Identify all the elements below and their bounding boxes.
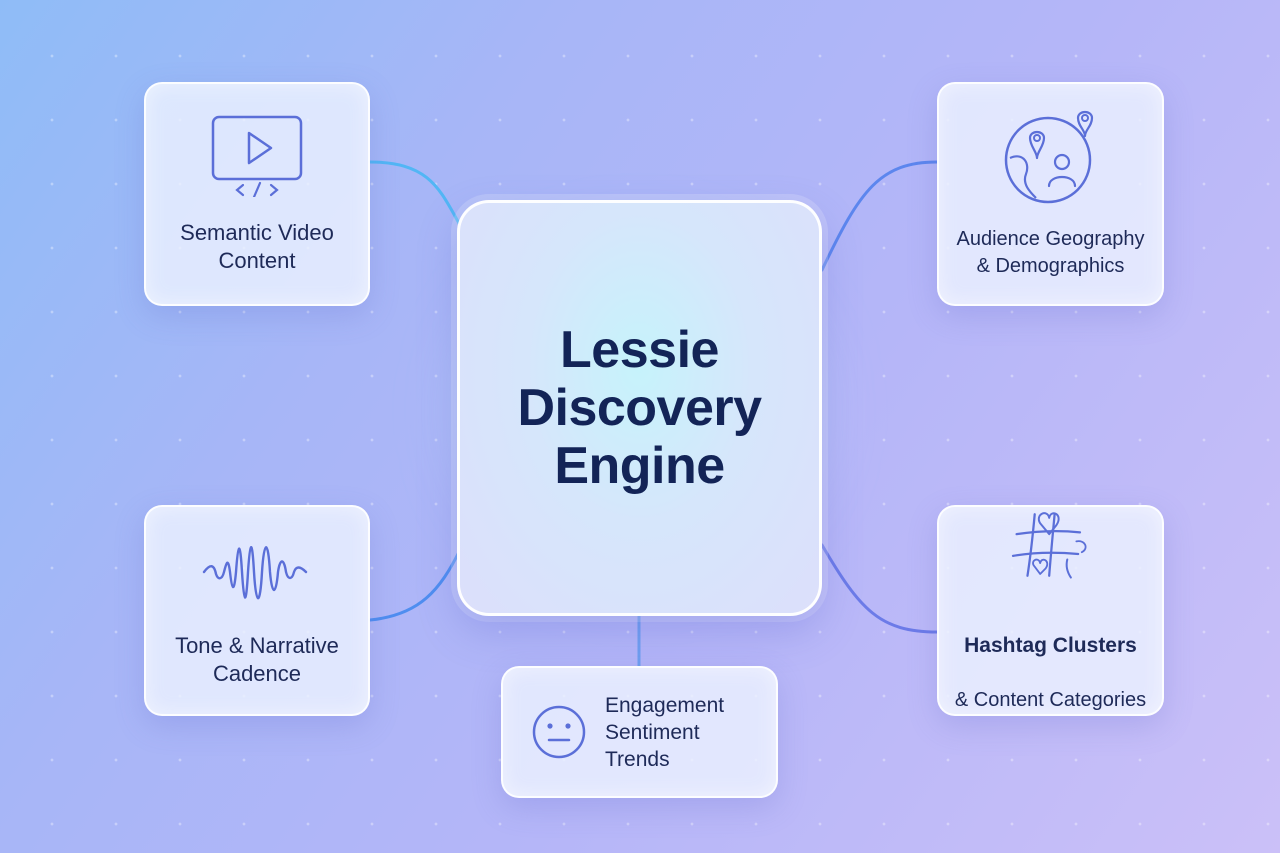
node-semantic-video-content: Semantic Video Content xyxy=(144,82,370,306)
hashtag-icon xyxy=(1011,512,1087,579)
neutral-face-icon xyxy=(532,705,586,759)
node-label: Tone & Narrative Cadence xyxy=(175,632,339,686)
node-label-rest: & Content Categories xyxy=(954,689,1147,711)
video-code-icon xyxy=(211,115,303,197)
globe-location-icon xyxy=(1004,110,1093,204)
node-tone-narrative-cadence: Tone & Narrative Cadence xyxy=(144,505,370,716)
node-label: Semantic Video Content xyxy=(180,220,334,273)
node-label-bold: Hashtag Clusters xyxy=(964,634,1137,657)
node-label: Audience Geography & Demographics xyxy=(956,228,1145,277)
connector-audience xyxy=(820,160,939,272)
hub-title: Lessie Discovery Engine xyxy=(517,321,762,495)
node-engagement-sentiment-trends: Engagement Sentiment Trends xyxy=(501,666,778,798)
waveform-icon xyxy=(202,545,308,599)
connector-semantic xyxy=(368,160,462,227)
node-label: Hashtag Clusters & Content Categories xyxy=(955,605,1146,714)
connector-tone xyxy=(368,548,462,622)
node-label: Engagement Sentiment Trends xyxy=(605,693,725,771)
connector-hashtag xyxy=(820,543,939,634)
node-audience-geography: Audience Geography & Demographics xyxy=(937,82,1164,306)
discovery-engine-hub: Lessie Discovery Engine xyxy=(457,200,822,616)
node-hashtag-clusters: Hashtag Clusters & Content Categories xyxy=(937,505,1164,716)
